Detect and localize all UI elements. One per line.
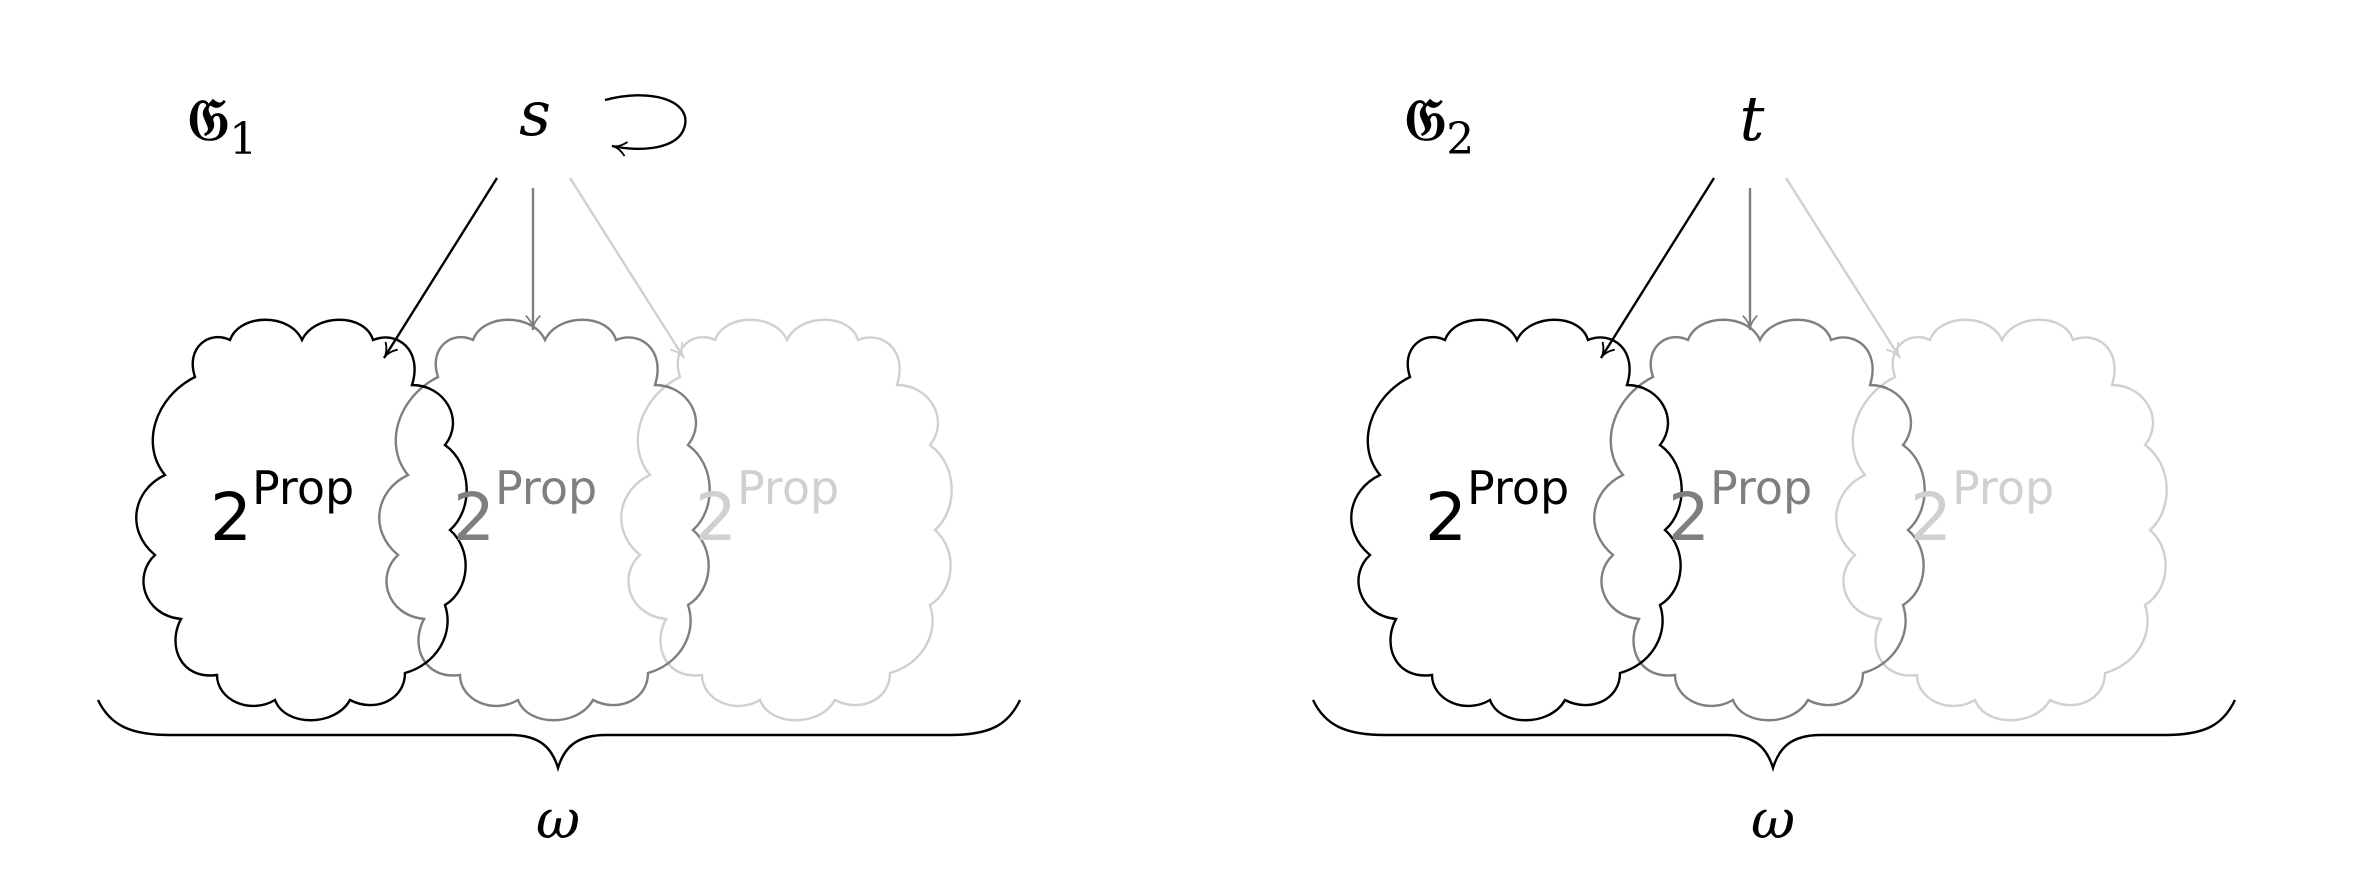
edge-to-dark-cloud xyxy=(1599,177,1716,359)
frame-index: 1 xyxy=(229,114,257,165)
omega-brace xyxy=(1311,699,2237,773)
state-label: s xyxy=(519,77,551,150)
panel-2: 𝔊2 t 2Prop 2Prop 2Prop ω xyxy=(1311,82,2237,851)
powerset-label-mid: 2Prop xyxy=(1668,461,1812,556)
powerset-label-dark: 2Prop xyxy=(1425,461,1569,556)
powerset-cloud-dark xyxy=(1350,318,1683,722)
self-loop-arrow xyxy=(604,94,687,157)
panel-1: 𝔊1 s 2Prop 2Prop 2Prop ω xyxy=(96,77,1022,851)
frame-index: 2 xyxy=(1446,114,1474,165)
omega-label: ω xyxy=(536,788,580,851)
edge-to-dark-cloud xyxy=(382,177,499,359)
frame-label-2: 𝔊2 xyxy=(1405,86,1474,165)
powerset-label-dark: 2Prop xyxy=(210,461,354,556)
powerset-label-light: 2Prop xyxy=(1910,461,2054,556)
edge-to-light-cloud xyxy=(1784,177,1902,359)
frame-symbol: 𝔊 xyxy=(188,86,229,154)
powerset-label-light: 2Prop xyxy=(695,461,839,556)
edge-to-light-cloud xyxy=(568,177,686,359)
state-label: t xyxy=(1740,82,1765,155)
frame-label-1: 𝔊1 xyxy=(188,86,257,165)
powerset-label-mid: 2Prop xyxy=(453,461,597,556)
powerset-cloud-dark xyxy=(135,318,468,722)
frame-symbol: 𝔊 xyxy=(1405,86,1446,154)
omega-label: ω xyxy=(1751,788,1795,851)
omega-brace xyxy=(96,699,1022,773)
